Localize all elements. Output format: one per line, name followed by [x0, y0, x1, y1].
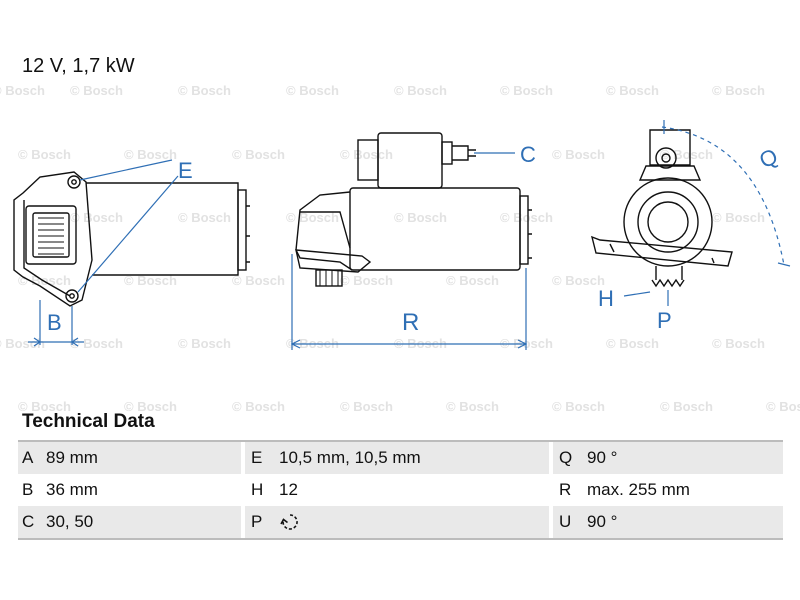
watermark-text: © Bosch [178, 336, 231, 351]
watermark-text: © Bosch [18, 399, 71, 414]
watermark-text: © Bosch [340, 147, 393, 162]
spec-key: H [251, 480, 264, 499]
watermark-text: © Bosch [70, 210, 123, 225]
watermark-text: © Bosch [606, 336, 659, 351]
watermark-text: © Bosch [446, 273, 499, 288]
watermark-text: © Bosch [232, 273, 285, 288]
spec-value: 90 ° [587, 506, 783, 540]
spec-key: A [18, 440, 46, 474]
side-view-left [13, 159, 250, 347]
watermark-text: © Bosch [178, 210, 231, 225]
spec-key: B [22, 480, 34, 499]
watermark-text: © Bosch [124, 399, 177, 414]
spec-value: 12 [279, 480, 298, 499]
watermark-text: © Bosch [712, 83, 765, 98]
label-c: C [520, 142, 536, 167]
spec-key: C [18, 506, 46, 540]
technical-data-table: A 89 mm E 10,5 mm, 10,5 mm Q 90 ° B 36 m… [18, 440, 783, 540]
spec-value: 90 ° [587, 440, 783, 474]
side-view-middle [290, 132, 532, 350]
watermark-text: © Bosch [286, 83, 339, 98]
rotation-direction-icon [280, 514, 298, 530]
watermark-text: © Bosch [500, 83, 553, 98]
watermark-text: © Bosch [232, 399, 285, 414]
watermark-text: © Bosch [446, 399, 499, 414]
watermark-text: © Bosch [606, 83, 659, 98]
watermark-text: © Bosch [18, 147, 71, 162]
technical-data-title: Technical Data [22, 411, 155, 432]
label-q: Q [755, 143, 781, 173]
watermark-text: © Bosch [340, 273, 393, 288]
watermark-text: © Bosch [232, 147, 285, 162]
watermark-text: © Bosch [340, 399, 393, 414]
spec-key: Q [553, 440, 587, 474]
label-r: R [402, 309, 419, 336]
watermark-text: © Bosch [18, 273, 71, 288]
watermark-text: © Bosch [712, 336, 765, 351]
table-row: C 30, 50 P U 90 ° [18, 506, 783, 540]
spec-value: 10,5 mm, 10,5 mm [279, 440, 549, 474]
watermark-text: © Bosch [70, 83, 123, 98]
watermark-text: © Bosch [124, 147, 177, 162]
spec-value: 36 mm [46, 480, 98, 499]
spec-headline: 12 V, 1,7 kW [22, 55, 135, 77]
spec-value: max. 255 mm [587, 480, 690, 499]
watermark-text: © Bosch [660, 399, 713, 414]
watermark-text: © Bosch [394, 83, 447, 98]
spec-key: U [553, 506, 587, 540]
spec-value: 30, 50 [46, 506, 241, 540]
watermark-text: © Bosch [124, 273, 177, 288]
watermark-text: © Bosch [0, 336, 45, 351]
label-p: P [657, 308, 672, 333]
watermark-text: © Bosch [70, 336, 123, 351]
watermark-text: © Bosch [178, 83, 231, 98]
spec-value-icon [279, 506, 549, 540]
label-b: B [47, 310, 62, 335]
table-row: B 36 mm H 12 R max. 255 mm [18, 474, 783, 506]
label-e: E [178, 158, 193, 183]
watermark-text: © Bosch [0, 83, 45, 98]
spec-key: R [559, 480, 572, 499]
watermark-text: © Bosch [552, 273, 605, 288]
starter-motor-drawing: E B C R [13, 120, 791, 350]
watermark-text: © Bosch [552, 147, 605, 162]
spec-value: 89 mm [46, 440, 241, 474]
watermark-text: © Bosch [552, 399, 605, 414]
label-h: H [598, 286, 614, 311]
watermark-text: © Bosch [500, 210, 553, 225]
watermark-text: © Bosch [766, 399, 800, 414]
watermark-text: © Bosch [394, 210, 447, 225]
front-view [590, 120, 791, 306]
spec-key: P [245, 506, 279, 540]
table-row: A 89 mm E 10,5 mm, 10,5 mm Q 90 ° [18, 440, 783, 474]
watermark-text: © Bosch [712, 210, 765, 225]
spec-key: E [245, 440, 279, 474]
